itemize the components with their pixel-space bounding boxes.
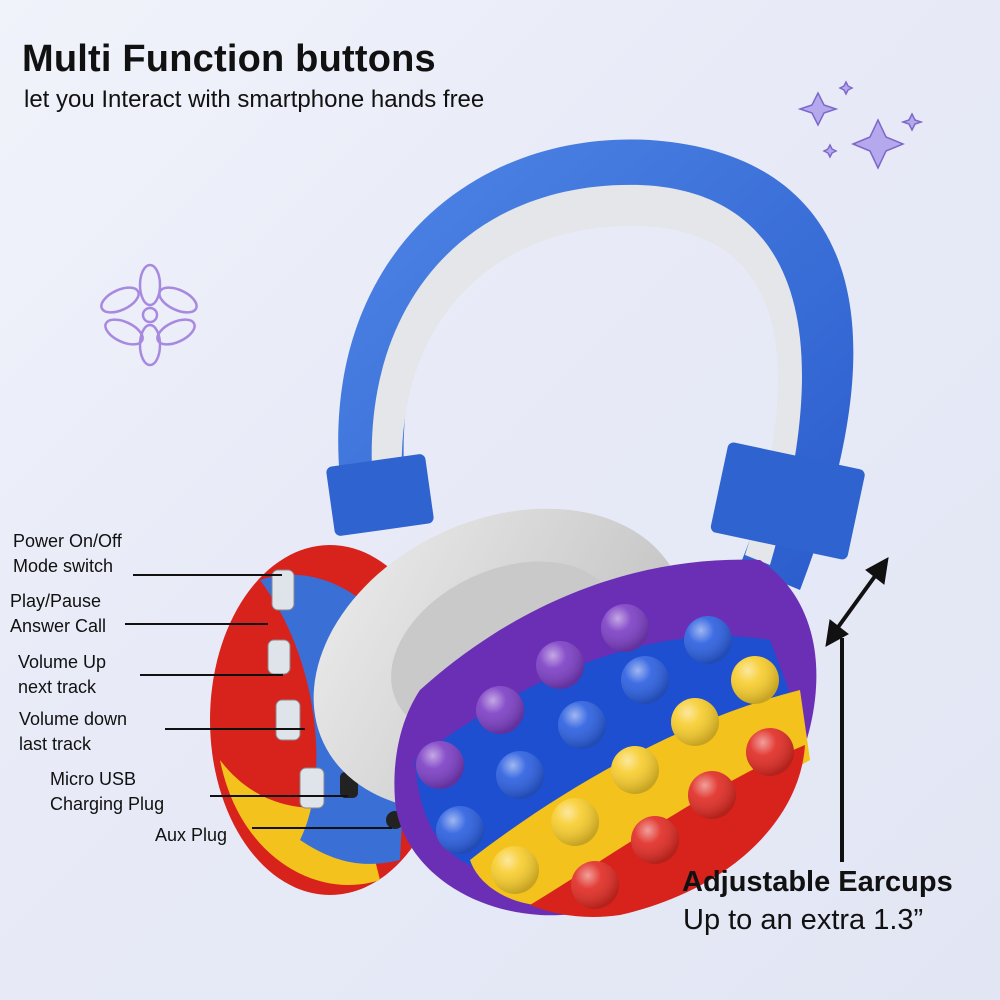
callout-play-line2: Answer Call — [10, 616, 107, 636]
double-arrow-icon — [825, 557, 889, 862]
pop-it-earcup — [394, 559, 817, 917]
feature-title: Adjustable Earcups — [682, 866, 953, 898]
callout-volume-up: Volume Up next track — [18, 650, 106, 700]
headband — [326, 139, 865, 590]
flower-icon — [100, 263, 198, 367]
callout-power: Power On/Off Mode switch — [13, 529, 122, 579]
callout-volume-down-line2: last track — [19, 734, 92, 754]
callout-play-line1: Play/Pause — [10, 591, 102, 611]
callout-usb-line2: Charging Plug — [50, 794, 165, 814]
callout-usb-line1: Micro USB — [50, 769, 137, 789]
callout-volume-up-line1: Volume Up — [18, 652, 107, 672]
callout-usb: Micro USB Charging Plug — [50, 767, 164, 817]
callout-volume-down: Volume down last track — [19, 707, 127, 757]
page-title: Multi Function buttons — [22, 38, 436, 80]
callout-aux: Aux Plug — [155, 823, 227, 848]
callout-aux-line1: Aux Plug — [155, 825, 228, 845]
callout-volume-down-line1: Volume down — [19, 709, 128, 729]
sparkle-icon — [797, 80, 924, 170]
callout-volume-up-line2: next track — [18, 677, 97, 697]
page-subtitle: let you Interact with smartphone hands f… — [24, 86, 485, 113]
callout-power-line1: Power On/Off — [13, 531, 122, 551]
callout-play: Play/Pause Answer Call — [10, 589, 106, 639]
callout-power-line2: Mode switch — [13, 556, 114, 576]
feature-subtitle: Up to an extra 1.3” — [683, 904, 924, 936]
callout-lines — [125, 574, 392, 829]
